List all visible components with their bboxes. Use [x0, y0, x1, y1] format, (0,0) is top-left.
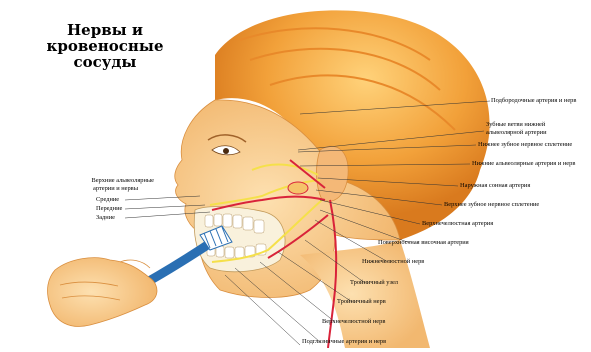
label-superficial-temporal: Поверхностная височная артерия — [378, 239, 469, 247]
label-maxillary-nerve: Верхнечелюстной нерв — [322, 318, 385, 326]
hand-shape — [48, 258, 157, 327]
label-upper-alveolar-2: артерии и нервы — [56, 185, 138, 193]
label-posterior: Задние — [96, 214, 115, 222]
label-anterior: Передние — [96, 205, 122, 213]
label-dental-branches-1: Зубные ветви нижней — [486, 121, 545, 129]
label-maxillary-artery: Верхнечелюстная артерия — [422, 220, 493, 228]
label-trigeminal-nerve: Тройничный нерв — [337, 298, 386, 306]
label-lower-alveolar: Нижние альвеолярные артерия и нерв — [472, 160, 575, 168]
label-dental-branches-2: альвеолярной артерии — [486, 129, 547, 137]
label-trigeminal-ganglion: Тройничный узел — [350, 279, 398, 287]
label-external-carotid: Наружная сонная артерия — [460, 182, 530, 190]
diagram-title: Нервы и кровеносные сосуды — [40, 22, 170, 70]
label-lower-dental-plexus: Нижнее зубное нервное сплетение — [478, 141, 572, 149]
label-mandibular-nerve: Нижнечелюстной нерв — [362, 258, 424, 266]
label-chin-artery-nerve: Подбородочные артерия и нерв — [491, 97, 576, 105]
label-upper-dental-plexus: Верхнее зубное нервное сплетение — [444, 201, 539, 209]
label-infraorbital: Подглазничные артерия и нерв — [302, 338, 386, 346]
label-middle: Средние — [96, 196, 119, 204]
label-upper-alveolar-1: Верхние альвеолярные — [56, 177, 154, 185]
trigeminal-ganglion — [288, 182, 308, 194]
